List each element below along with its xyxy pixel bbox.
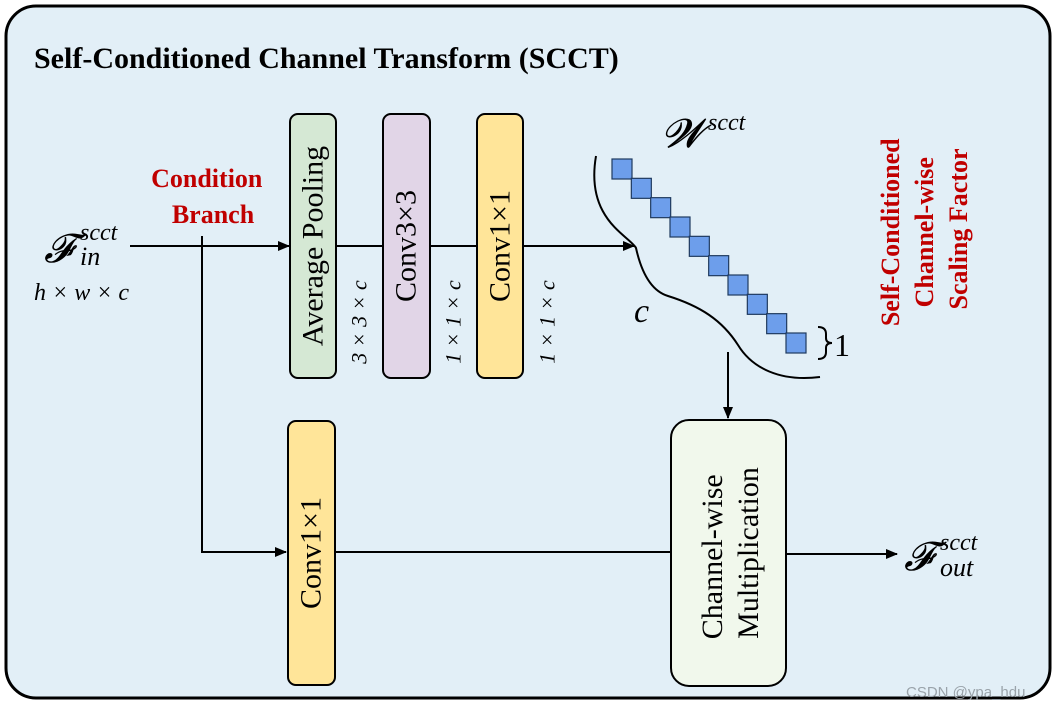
svg-text:𝓦: 𝓦 <box>662 111 712 156</box>
weight-cell <box>688 235 710 257</box>
scaling-factor-line-1: Self-Conditioned <box>876 138 905 326</box>
weight-cell <box>727 274 749 296</box>
weight-one-label: 1 <box>834 327 850 363</box>
input-feature: 𝓕 scct in h × w × c <box>34 220 129 306</box>
scaling-factor-line-2: Channel-wise <box>910 157 939 307</box>
weight-cell <box>746 293 768 315</box>
weight-cell <box>630 177 652 199</box>
panel-background <box>4 4 1052 700</box>
output-subscript: out <box>940 553 974 582</box>
svg-text:out: out <box>940 553 974 582</box>
weight-cell <box>785 332 807 354</box>
one-brace <box>817 326 833 360</box>
diagram-title: Self-Conditioned Channel Transform (SCCT… <box>34 42 619 75</box>
svg-text:scct: scct <box>80 220 119 246</box>
conv1x1-top-block <box>476 113 524 379</box>
condition-branch-label: Condition Branch <box>151 164 269 229</box>
weight-superscript: scct <box>708 110 747 136</box>
conv1x1-top-label: Conv1×1 <box>484 190 517 302</box>
input-shape: h × w × c <box>34 280 129 306</box>
weight-cell <box>611 158 633 180</box>
weight-cell <box>650 197 672 219</box>
condition-branch-line-2: Branch <box>172 200 255 229</box>
weight-cells <box>611 158 807 354</box>
channel-mult-label: Channel-wise Multiplication <box>696 467 765 639</box>
channel-mult-block <box>670 419 787 687</box>
weight-symbol: 𝓦 <box>662 111 712 156</box>
channel-mult-line-1: Channel-wise <box>696 474 729 639</box>
input-superscript: scct <box>80 220 119 246</box>
weight-cell <box>708 255 730 277</box>
svg-text:scct: scct <box>940 530 979 556</box>
condition-branch-line-1: Condition <box>151 164 263 193</box>
weight-cell <box>766 313 788 335</box>
connections <box>130 236 898 559</box>
svg-text:scct: scct <box>708 110 747 136</box>
dim-after-pool: 3 × 3 × c <box>347 280 372 365</box>
svg-text:in: in <box>80 242 100 271</box>
weight-c-label: c <box>634 293 649 330</box>
weight-brace <box>593 155 821 379</box>
dim-after-conv1: 1 × 1 × c <box>535 280 560 364</box>
conv3x3-block <box>382 113 431 379</box>
average-pooling-label: Average Pooling <box>297 146 330 346</box>
scaling-factor-label: Self-Conditioned Channel-wise Scaling Fa… <box>876 132 973 326</box>
conv1x1-bottom-block <box>287 420 336 686</box>
channel-mult-line-2: Multiplication <box>732 467 765 639</box>
dim-after-conv3: 1 × 1 × c <box>441 280 466 364</box>
output-feature: 𝓕 scct out <box>904 530 979 582</box>
average-pooling-block <box>289 113 337 379</box>
weight-cell <box>669 216 691 238</box>
watermark: CSDN @ypa_hdu <box>906 684 1025 701</box>
scaling-factor-line-3: Scaling Factor <box>944 148 973 309</box>
output-superscript: scct <box>940 530 979 556</box>
condition-branch-line <box>201 236 287 557</box>
conv1x1-bottom-label: Conv1×1 <box>295 497 328 609</box>
input-subscript: in <box>80 242 100 271</box>
weight-vector: 𝓦 scct c 1 <box>593 110 850 379</box>
conv3x3-label: Conv3×3 <box>390 190 423 302</box>
